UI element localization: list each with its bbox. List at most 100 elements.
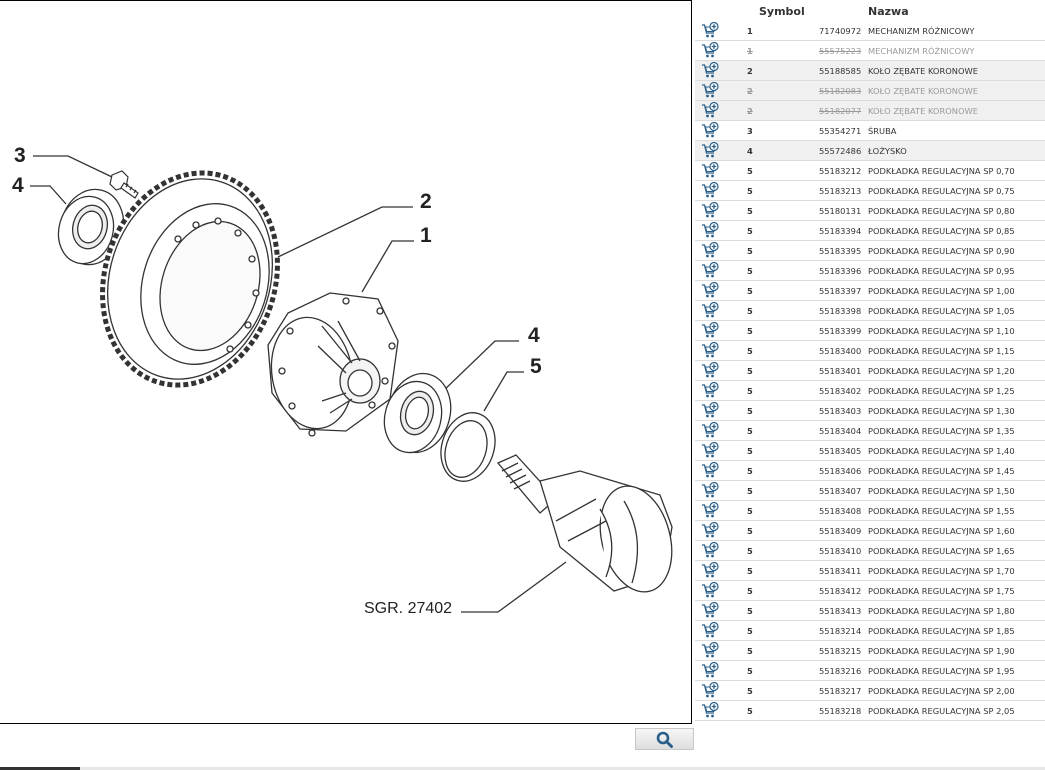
- row-symbol: 5: [747, 366, 753, 376]
- add-to-cart-icon[interactable]: [701, 141, 719, 159]
- row-part-number[interactable]: 55183218: [819, 706, 862, 716]
- row-symbol: 5: [747, 206, 753, 216]
- drive-joint-part: [496, 454, 673, 593]
- bottom-scroll-thumb[interactable]: [0, 767, 80, 770]
- row-part-name: PODKŁADKA REGULACYJNA SP 1,55: [868, 506, 1015, 516]
- shim-washer-part: [440, 412, 496, 482]
- add-to-cart-icon[interactable]: [701, 321, 719, 339]
- row-part-number[interactable]: 55183407: [819, 486, 862, 496]
- row-part-name: PODKŁADKA REGULACYJNA SP 1,15: [868, 346, 1015, 356]
- add-to-cart-icon[interactable]: [701, 41, 719, 59]
- row-part-number[interactable]: 55183396: [819, 266, 862, 276]
- callout-3: 3: [14, 144, 26, 167]
- add-to-cart-icon[interactable]: [701, 181, 719, 199]
- ring-gear-part: [100, 170, 280, 388]
- add-to-cart-icon[interactable]: [701, 241, 719, 259]
- row-part-number[interactable]: 55183405: [819, 446, 862, 456]
- add-to-cart-icon[interactable]: [701, 81, 719, 99]
- add-to-cart-icon[interactable]: [701, 201, 719, 219]
- add-to-cart-icon[interactable]: [701, 661, 719, 679]
- row-part-name: MECHANIZM RÓŻNICOWY: [868, 26, 975, 36]
- add-to-cart-icon[interactable]: [701, 701, 719, 719]
- add-to-cart-icon[interactable]: [701, 341, 719, 359]
- row-part-number[interactable]: 55183213: [819, 186, 862, 196]
- header-name: Nazwa: [868, 5, 909, 18]
- row-part-number[interactable]: 55183214: [819, 626, 862, 636]
- add-to-cart-icon[interactable]: [701, 441, 719, 459]
- row-part-number[interactable]: 55183411: [819, 566, 862, 576]
- callout-4-right: 4: [528, 324, 540, 347]
- add-to-cart-icon[interactable]: [701, 621, 719, 639]
- row-part-number[interactable]: 55354271: [819, 126, 862, 136]
- row-part-number[interactable]: 55183403: [819, 406, 862, 416]
- add-to-cart-icon[interactable]: [701, 301, 719, 319]
- add-to-cart-icon[interactable]: [701, 381, 719, 399]
- row-part-name: PODKŁADKA REGULACYJNA SP 1,85: [868, 626, 1015, 636]
- row-part-number[interactable]: 55183404: [819, 426, 862, 436]
- row-part-name: PODKŁADKA REGULACYJNA SP 1,95: [868, 666, 1015, 676]
- row-part-number[interactable]: 55183212: [819, 166, 862, 176]
- row-part-name: PODKŁADKA REGULACYJNA SP 0,75: [868, 186, 1015, 196]
- add-to-cart-icon[interactable]: [701, 221, 719, 239]
- add-to-cart-icon[interactable]: [701, 461, 719, 479]
- row-part-number[interactable]: 55183216: [819, 666, 862, 676]
- callout-4-left: 4: [12, 174, 24, 197]
- row-part-number[interactable]: 55183412: [819, 586, 862, 596]
- add-to-cart-icon[interactable]: [701, 521, 719, 539]
- row-part-number[interactable]: 71740972: [819, 26, 862, 36]
- row-part-number[interactable]: 55183402: [819, 386, 862, 396]
- add-to-cart-icon[interactable]: [701, 121, 719, 139]
- row-symbol: 5: [747, 506, 753, 516]
- row-part-number[interactable]: 55183413: [819, 606, 862, 616]
- row-part-number[interactable]: 55183215: [819, 646, 862, 656]
- row-part-number[interactable]: 55183409: [819, 526, 862, 536]
- row-part-number[interactable]: 55183394: [819, 226, 862, 236]
- row-part-number[interactable]: 55183408: [819, 506, 862, 516]
- add-to-cart-icon[interactable]: [701, 481, 719, 499]
- leader-line-5: [483, 371, 524, 412]
- callout-1: 1: [420, 224, 432, 247]
- add-to-cart-icon[interactable]: [701, 681, 719, 699]
- row-part-number[interactable]: 55183397: [819, 286, 862, 296]
- add-to-cart-icon[interactable]: [701, 261, 719, 279]
- add-to-cart-icon[interactable]: [701, 61, 719, 79]
- add-to-cart-icon[interactable]: [701, 501, 719, 519]
- add-to-cart-icon[interactable]: [701, 21, 719, 39]
- row-part-number[interactable]: 55180131: [819, 206, 862, 216]
- row-part-number[interactable]: 55183410: [819, 546, 862, 556]
- row-part-number[interactable]: 55183399: [819, 326, 862, 336]
- row-part-number[interactable]: 55183398: [819, 306, 862, 316]
- row-part-number[interactable]: 55572486: [819, 146, 862, 156]
- add-to-cart-icon[interactable]: [701, 561, 719, 579]
- add-to-cart-icon[interactable]: [701, 641, 719, 659]
- add-to-cart-icon[interactable]: [701, 541, 719, 559]
- row-part-number[interactable]: 55575223: [819, 46, 862, 56]
- add-to-cart-icon[interactable]: [701, 601, 719, 619]
- add-to-cart-icon[interactable]: [701, 101, 719, 119]
- add-to-cart-icon[interactable]: [701, 401, 719, 419]
- add-to-cart-icon[interactable]: [701, 421, 719, 439]
- row-part-number[interactable]: 55183401: [819, 366, 862, 376]
- row-part-number[interactable]: 55182077: [819, 106, 862, 116]
- add-to-cart-icon[interactable]: [701, 281, 719, 299]
- row-part-number[interactable]: 55182083: [819, 86, 862, 96]
- add-to-cart-icon[interactable]: [701, 161, 719, 179]
- add-to-cart-icon[interactable]: [701, 361, 719, 379]
- add-to-cart-icon[interactable]: [701, 581, 719, 599]
- callout-5: 5: [530, 355, 542, 378]
- row-part-number[interactable]: 55183400: [819, 346, 862, 356]
- row-part-number[interactable]: 55188585: [819, 66, 862, 76]
- row-symbol: 5: [747, 226, 753, 236]
- row-symbol: 1: [747, 46, 753, 56]
- row-part-number[interactable]: 55183406: [819, 466, 862, 476]
- row-part-number[interactable]: 55183395: [819, 246, 862, 256]
- zoom-button[interactable]: [635, 728, 694, 750]
- row-part-number[interactable]: 55183217: [819, 686, 862, 696]
